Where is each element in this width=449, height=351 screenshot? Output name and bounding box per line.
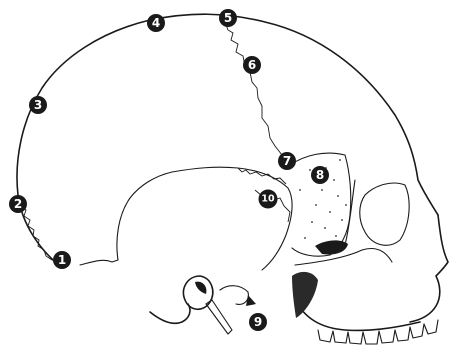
svg-text:9: 9 bbox=[254, 315, 262, 329]
marker-3: 3 bbox=[29, 96, 47, 114]
svg-text:10: 10 bbox=[261, 194, 275, 205]
facial-outline bbox=[410, 215, 448, 322]
svg-text:5: 5 bbox=[224, 11, 232, 25]
marker-8: 8 bbox=[311, 166, 329, 184]
dark-shadow-sphenoid bbox=[315, 240, 348, 254]
svg-text:2: 2 bbox=[14, 197, 22, 211]
svg-text:6: 6 bbox=[248, 58, 256, 72]
svg-text:7: 7 bbox=[283, 154, 291, 168]
cranial-vault-outline bbox=[17, 14, 438, 268]
temporal-squama-outline bbox=[117, 167, 292, 270]
zygomatic-arch bbox=[295, 249, 392, 266]
marker-9: 9 bbox=[249, 313, 267, 331]
marker-1: 1 bbox=[53, 251, 71, 269]
maxilla-outline bbox=[295, 300, 420, 331]
styloid-process bbox=[206, 300, 232, 334]
mandibular-fossa-shade bbox=[195, 282, 206, 294]
pointer-arrow bbox=[246, 295, 256, 306]
marker-5: 5 bbox=[219, 9, 237, 27]
svg-text:8: 8 bbox=[316, 168, 324, 182]
parietal-temporal-border bbox=[80, 260, 118, 265]
marker-10: 10 bbox=[259, 190, 278, 209]
orbit-outline bbox=[360, 183, 409, 245]
marker-4: 4 bbox=[147, 14, 165, 32]
articular-tubercle bbox=[220, 286, 248, 305]
upper-teeth bbox=[318, 320, 438, 344]
coronal-suture bbox=[225, 22, 282, 155]
lambdoid-suture bbox=[22, 205, 52, 260]
marker-6: 6 bbox=[243, 56, 261, 74]
sphenoid-suture bbox=[238, 168, 286, 184]
mastoid-process bbox=[150, 304, 190, 323]
dark-shadow-zygoma bbox=[292, 272, 318, 318]
svg-text:3: 3 bbox=[34, 98, 42, 112]
svg-text:4: 4 bbox=[152, 16, 160, 30]
svg-text:1: 1 bbox=[58, 253, 66, 267]
marker-2: 2 bbox=[9, 195, 27, 213]
marker-7: 7 bbox=[278, 152, 296, 170]
